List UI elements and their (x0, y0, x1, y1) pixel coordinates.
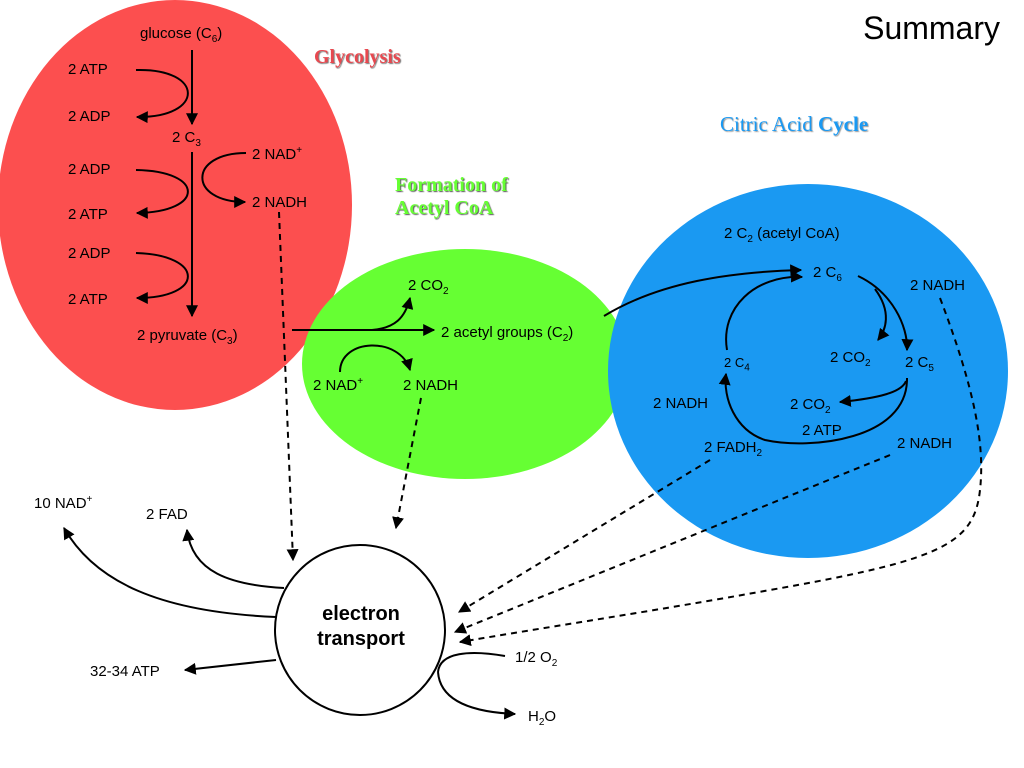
et-atp-label: 32-34 ATP (90, 663, 160, 680)
c6-label: 2 C6 (813, 264, 842, 284)
nadh-top-dashed-arrow (458, 297, 983, 647)
citric-heading: Citric Acid Cycle (720, 112, 868, 136)
co2-release-arrow (371, 296, 414, 331)
citric-co2-a-label: 2 CO2 (830, 349, 871, 369)
glyco-adp-in-label-2: 2 ADP (68, 161, 111, 178)
atp-to-adp-arrow-1 (135, 68, 189, 124)
et-to-atp-arrow (183, 659, 277, 675)
formation-heading: Formation of Acetyl CoA (395, 174, 508, 220)
formation-nadh-label: 2 NADH (403, 377, 459, 394)
electron-transport-circle (274, 544, 446, 716)
citric-co2-b-label: 2 CO2 (790, 396, 831, 416)
acetyl-groups-label: 2 acetyl groups (C2) (441, 324, 574, 344)
o2-label: 1/2 O2 (515, 649, 558, 669)
c4-label: 2 C4 (724, 355, 750, 374)
o2-input-curve (437, 652, 506, 673)
glyco-nadh-label: 2 NADH (252, 194, 308, 211)
fadh2-label: 2 FADH2 (704, 439, 763, 459)
c5-co2-branch (838, 380, 907, 407)
nad-to-nadh-arrow (201, 152, 247, 208)
glyco-nad-plus-label: 2 NAD+ (252, 145, 303, 163)
glyco-adp-in-label-3: 2 ADP (68, 245, 111, 262)
c6-co2-branch (874, 288, 890, 341)
et-to-fad-arrow (182, 528, 285, 589)
fadh2-dashed-arrow (457, 459, 711, 613)
formation-heading-line1: Formation of (395, 174, 508, 196)
o2-to-h2o-arrow (437, 671, 517, 720)
c6-to-c5-arrow (857, 275, 914, 352)
et-fad-label: 2 FAD (146, 506, 188, 523)
nadh-right-dashed-arrow (453, 454, 891, 634)
citric-nadh-right-label: 2 NADH (897, 435, 953, 452)
c3-label: 2 C3 (172, 129, 201, 149)
et-nad-plus-label: 10 NAD+ (34, 494, 93, 512)
glyco-atp-out-label-3: 2 ATP (68, 291, 108, 308)
h2o-label: H2O (528, 708, 557, 728)
formation-co2-label: 2 CO2 (408, 277, 449, 297)
citric-heading-word2: Cycle (818, 112, 869, 136)
glyco-atp-out-label-2: 2 ATP (68, 206, 108, 223)
adp-to-atp-arrow-3 (135, 252, 189, 304)
adp-to-atp-arrow-2 (135, 169, 189, 219)
nad-to-nadh-formation-arrow (339, 344, 413, 373)
formation-heading-line2: Acetyl CoA (395, 197, 494, 219)
glycolysis-heading: Glycolysis (314, 46, 401, 69)
citric-region (608, 184, 1008, 558)
c5-to-c4-arrow (718, 372, 909, 445)
citric-heading-word1: Citric Acid (720, 112, 813, 136)
formation-nadh-dashed-arrow (392, 397, 422, 530)
citric-nadh-top-label: 2 NADH (910, 277, 966, 294)
glyco-adp-out-label: 2 ADP (68, 108, 111, 125)
citric-nadh-left-label: 2 NADH (653, 395, 709, 412)
acetyl-to-cycle-arrow (603, 264, 803, 317)
formation-nad-plus-label: 2 NAD+ (313, 376, 364, 394)
acetyl-coa-label: 2 C2 (acetyl CoA) (724, 225, 840, 245)
glucose-label: glucose (C6) (140, 25, 223, 45)
electron-transport-line1: electron (322, 603, 400, 625)
pyruvate-label: 2 pyruvate (C3) (137, 327, 238, 347)
c4-to-c6-arrow (725, 270, 804, 351)
c5-label: 2 C5 (905, 354, 934, 374)
citric-atp-label: 2 ATP (802, 422, 842, 439)
glyco-nadh-dashed-arrow (278, 211, 299, 562)
glyco-atp-in-label: 2 ATP (68, 61, 108, 78)
electron-transport-line2: transport (317, 628, 405, 650)
et-to-nad-arrow (63, 526, 277, 618)
electron-transport-label: electron transport (296, 602, 426, 652)
glycolysis-heading-text: Glycolysis (314, 46, 401, 68)
page-title: Summary (863, 10, 1000, 46)
formation-region (302, 249, 628, 479)
